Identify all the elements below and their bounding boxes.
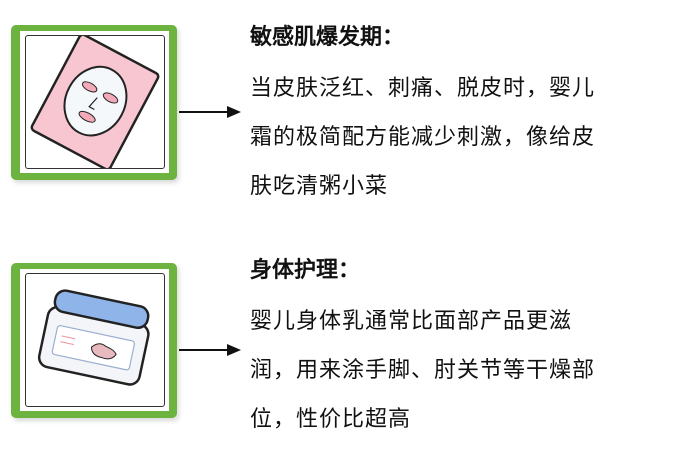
section-body-care: 身体护理： 婴儿身体乳通常比面部产品更滋 润，用来涂手脚、肘关节等干燥部 位，性… <box>250 257 670 444</box>
section-sensitive-skin: 敏感肌爆发期： 当皮肤泛红、刺痛、脱皮时，婴儿 霜的极简配方能减少刺激，像给皮 … <box>250 24 670 211</box>
text-line: 霜的极简配方能减少刺激，像给皮 <box>250 125 596 150</box>
text-line: 肤吃清粥小菜 <box>250 174 389 199</box>
text-line: 位，性价比超高 <box>250 407 412 432</box>
section-title: 敏感肌爆发期： <box>250 25 405 50</box>
arrow-right-icon <box>179 106 241 118</box>
text-line: 当皮肤泛红、刺痛、脱皮时，婴儿 <box>250 76 596 101</box>
cream-jar-icon <box>37 289 150 386</box>
section-text: 婴儿身体乳通常比面部产品更滋 润，用来涂手脚、肘关节等干燥部 位，性价比超高 <box>250 297 670 444</box>
text-line: 润，用来涂手脚、肘关节等干燥部 <box>250 358 596 383</box>
face-mask-icon <box>30 36 160 168</box>
arrow-right-icon <box>179 344 241 356</box>
section-text: 当皮肤泛红、刺痛、脱皮时，婴儿 霜的极简配方能减少刺激，像给皮 肤吃清粥小菜 <box>250 64 670 211</box>
cream-jar-image-frame <box>11 263 177 418</box>
face-mask-image-frame <box>11 25 177 180</box>
section-title: 身体护理： <box>250 258 361 283</box>
text-line: 婴儿身体乳通常比面部产品更滋 <box>250 309 573 334</box>
